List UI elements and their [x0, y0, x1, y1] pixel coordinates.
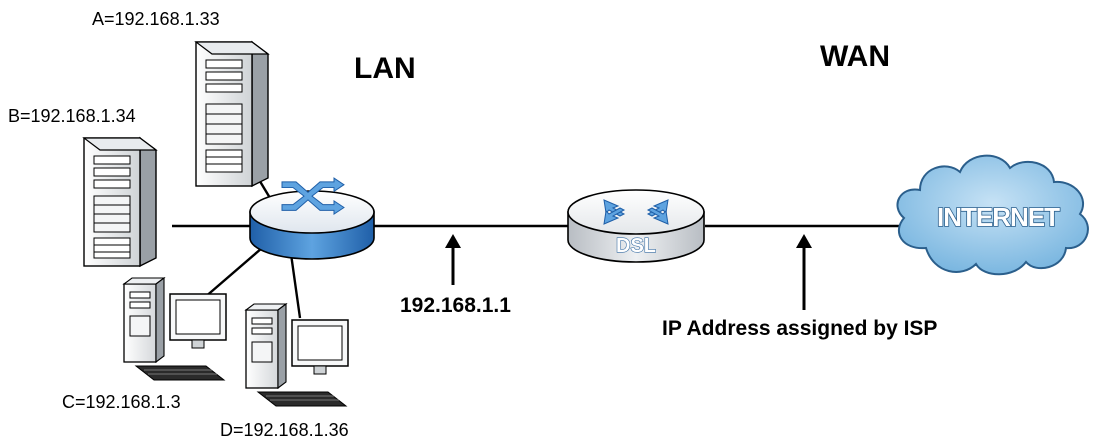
server-a-icon: [194, 40, 270, 188]
host-d-label: D=192.168.1.36: [220, 420, 349, 440]
up-arrow-icon: [796, 234, 812, 310]
host-a-label: A=192.168.1.33: [92, 9, 220, 29]
host-b-label: B=192.168.1.34: [8, 106, 136, 126]
link-d-switch: [289, 253, 302, 319]
host-c-label: C=192.168.1.3: [62, 392, 181, 412]
server-b-icon: [82, 136, 158, 268]
pc-c-icon: [122, 276, 227, 381]
gateway-ip-label: 192.168.1.1: [400, 294, 511, 317]
lan-switch-icon: [249, 177, 375, 260]
wan-ip-note: IP Address assigned by ISP: [662, 317, 937, 340]
up-arrow-icon: [445, 234, 461, 285]
dsl-router-icon: DSL: [567, 189, 705, 263]
internet-label: INTERNET: [937, 202, 1060, 232]
dsl-label: DSL: [616, 235, 656, 257]
wan-zone-label: WAN: [820, 40, 890, 73]
internet-cloud-icon: INTERNET: [896, 154, 1089, 276]
connections: [172, 177, 902, 319]
link-c-switch: [203, 247, 263, 299]
pc-d-icon: [244, 302, 349, 407]
lan-zone-label: LAN: [354, 52, 416, 85]
